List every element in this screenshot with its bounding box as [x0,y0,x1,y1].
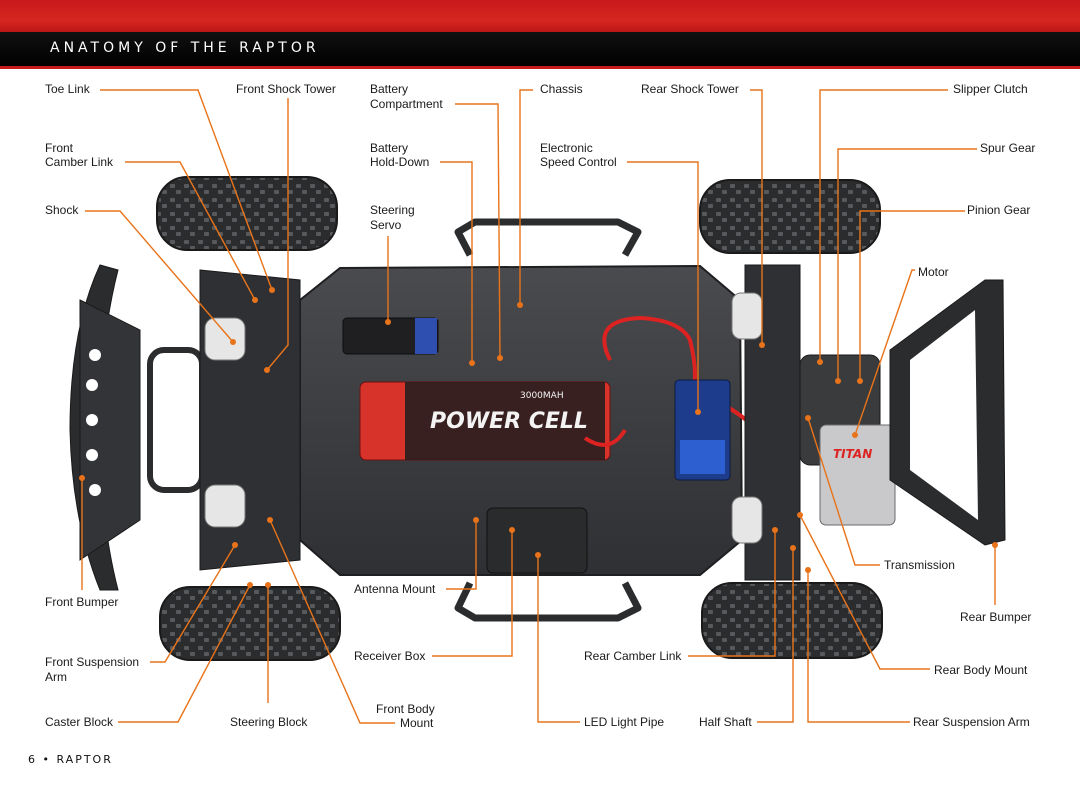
label-front-bumper: Front Bumper [45,595,119,609]
front-shock-upper [204,317,246,361]
label-esc-line1: Electronic [540,141,593,155]
front-shock-lower [204,484,246,528]
header-red-band [0,0,1080,34]
label-antenna-mount: Antenna Mount [354,582,436,596]
top-body-loop [454,218,642,257]
label-battery-hold-down-line1: Battery [370,141,409,155]
label-rear-suspension-arm: Rear Suspension Arm [913,715,1030,729]
label-caster-block: Caster Block [45,715,114,729]
label-front-shock-tower: Front Shock Tower [236,82,336,96]
label-toe-link: Toe Link [45,82,90,96]
receiver-box [486,507,588,574]
tire-rear-top [699,179,881,254]
battery-brand-text: POWER CELL [430,409,588,434]
callout-dots [79,287,998,588]
label-esc-line2: Speed Control [540,155,617,169]
label-rear-bumper: Rear Bumper [960,610,1032,624]
label-slipper-clutch: Slipper Clutch [953,82,1028,96]
front-bumper-plate [79,299,141,561]
label-half-shaft: Half Shaft [699,715,752,729]
header-black-band [0,32,1080,69]
motor-can [819,424,896,526]
label-receiver-box: Receiver Box [354,649,426,663]
label-front-camber-link-line2: Camber Link [45,155,114,169]
label-battery-compartment-line2: Compartment [370,97,443,111]
label-led-light-pipe: LED Light Pipe [584,715,665,729]
label-front-suspension-arm-line1: Front Suspension [45,655,140,669]
label-rear-body-mount: Rear Body Mount [934,663,1028,677]
label-chassis: Chassis [540,82,583,96]
bottom-body-loop [454,581,642,622]
tire-rear-bottom [701,582,883,659]
callout-leader-lines [81,89,996,724]
label-front-body-mount-line2: Mount [400,716,434,730]
rear-shock-upper [731,292,763,340]
label-steering-servo-line1: Steering [370,203,415,217]
label-rear-camber-link: Rear Camber Link [584,649,682,663]
label-pinion-gear: Pinion Gear [967,203,1031,217]
label-battery-compartment-line1: Battery [370,82,409,96]
label-steering-block: Steering Block [230,715,308,729]
rear-bumper-cutout [910,310,978,520]
steering-servo [342,317,439,355]
label-shock: Shock [45,203,79,217]
rear-shock-lower [731,496,763,544]
page-title: ANATOMY OF THE RAPTOR [50,40,320,56]
tire-front-top [156,176,338,251]
label-motor: Motor [918,265,949,279]
label-steering-servo-line2: Servo [370,218,402,232]
label-front-camber-link-line1: Front [45,141,74,155]
tire-front-bottom [159,586,341,661]
front-bumper-mount [147,347,205,493]
red-wire [602,315,697,401]
label-front-suspension-arm-line2: Arm [45,670,67,684]
battery-capacity-text: 3000MAH [520,391,564,401]
page-footer: 6 • RAPTOR [28,753,113,766]
motor-brand-text: TITAN [833,447,872,461]
label-front-body-mount-line1: Front Body [376,702,435,716]
label-spur-gear: Spur Gear [980,141,1036,155]
label-rear-shock-tower: Rear Shock Tower [641,82,739,96]
label-battery-hold-down-line2: Hold-Down [370,155,430,169]
label-transmission: Transmission [884,558,955,572]
